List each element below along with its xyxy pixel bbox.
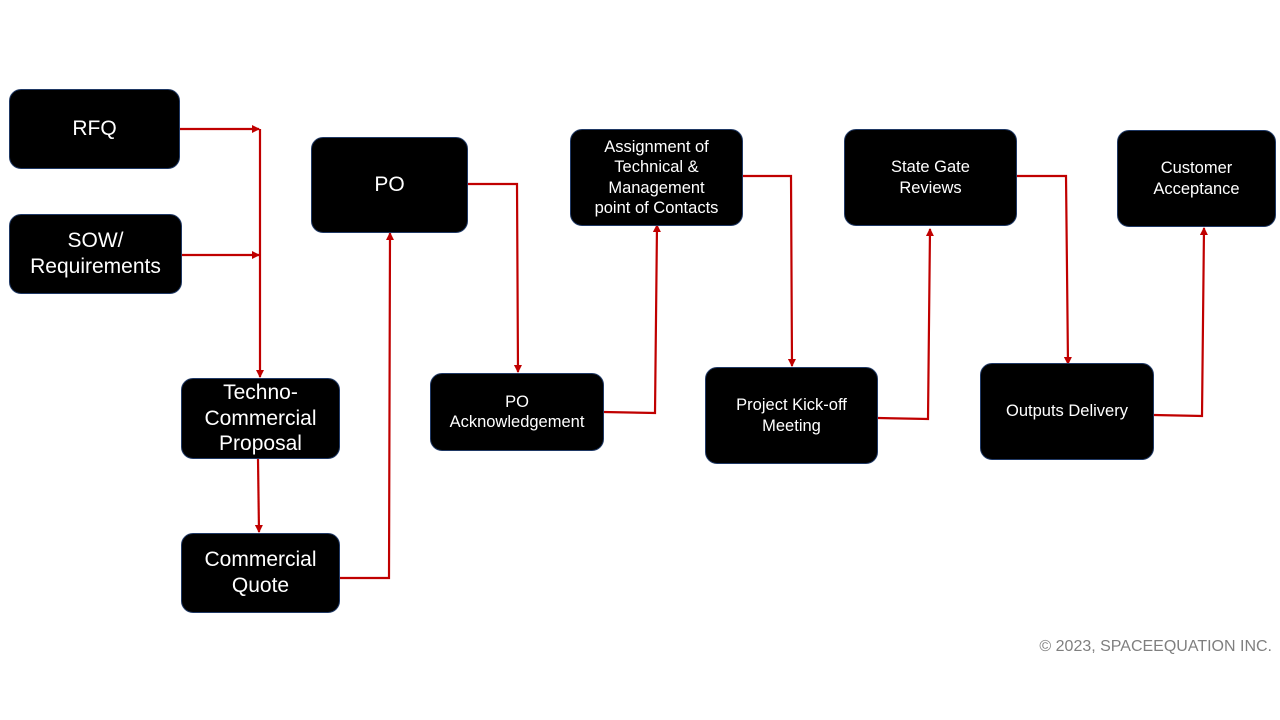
copyright-footer: © 2023, SPACEEQUATION INC.: [1039, 638, 1272, 655]
arrow-quote-to-po: [340, 232, 394, 580]
arrow-gatereviews-to-outputs: [1017, 174, 1072, 365]
arrow-proposal-to-quote: [254, 458, 263, 533]
node-techno-commercial-proposal: Techno- Commercial Proposal: [181, 378, 340, 459]
node-state-gate-reviews: State Gate Reviews: [844, 129, 1017, 226]
node-sow-requirements: SOW/ Requirements: [9, 214, 182, 294]
node-commercial-quote: Commercial Quote: [181, 533, 340, 613]
arrow-poack-to-assignment: [603, 224, 661, 415]
node-po-acknowledgement: PO Acknowledgement: [430, 373, 604, 451]
node-outputs-delivery: Outputs Delivery: [980, 363, 1154, 460]
arrow-assignment-to-kickoff: [743, 174, 796, 367]
arrow-outputs-to-acceptance: [1153, 227, 1208, 418]
arrow-po-to-poack: [468, 182, 522, 373]
arrow-kickoff-to-gatereviews: [877, 228, 934, 421]
node-customer-acceptance: Customer Acceptance: [1117, 130, 1276, 227]
node-assignment-of-contacts: Assignment of Technical & Management poi…: [570, 129, 743, 226]
node-po: PO: [311, 137, 468, 233]
node-project-kickoff-meeting: Project Kick-off Meeting: [705, 367, 878, 464]
node-rfq: RFQ: [9, 89, 180, 169]
